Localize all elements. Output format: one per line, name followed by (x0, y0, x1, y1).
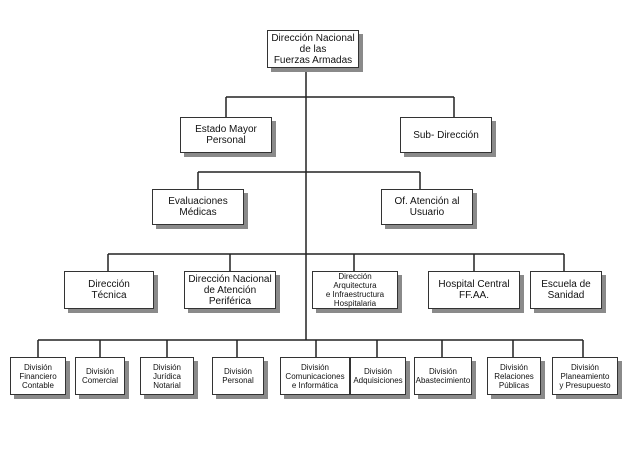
node-sub-direccion: Sub- Dirección (400, 117, 492, 153)
node-division-relaciones: División Relaciones Públicas (487, 357, 541, 395)
node-division-adquisiciones: División Adquisiciones (350, 357, 406, 395)
node-division-personal: División Personal (212, 357, 264, 395)
node-atencion-usuario: Of. Atención al Usuario (381, 189, 473, 225)
node-escuela-sanidad: Escuela de Sanidad (530, 271, 602, 309)
node-division-financiero: División Financiero Contable (10, 357, 66, 395)
node-division-comunicaciones: División Comunicaciones e Informática (280, 357, 350, 395)
level5-connector (37, 339, 584, 358)
node-evaluaciones-medicas: Evaluaciones Médicas (152, 189, 244, 225)
node-division-juridica: División Jurídica Notarial (140, 357, 194, 395)
node-direccion-arquitectura: Dirección Arquitectura e Infraestructura… (312, 271, 398, 309)
node-hospital-central: Hospital Central FF.AA. (428, 271, 520, 309)
node-division-comercial: División Comercial (75, 357, 125, 395)
node-division-planeamiento: División Planeamiento y Presupuesto (552, 357, 618, 395)
node-direccion-periferica: Dirección Nacional de Atención Periféric… (184, 271, 276, 309)
level2-connector (225, 96, 455, 118)
level3-connector (197, 171, 421, 190)
node-director: Dirección Nacional de las Fuerzas Armada… (267, 30, 359, 68)
node-direccion-tecnica: Dirección Técnica (64, 271, 154, 309)
level4-connector (107, 253, 565, 272)
node-estado-mayor: Estado Mayor Personal (180, 117, 272, 153)
node-division-abastecimiento: División Abastecimiento (414, 357, 472, 395)
